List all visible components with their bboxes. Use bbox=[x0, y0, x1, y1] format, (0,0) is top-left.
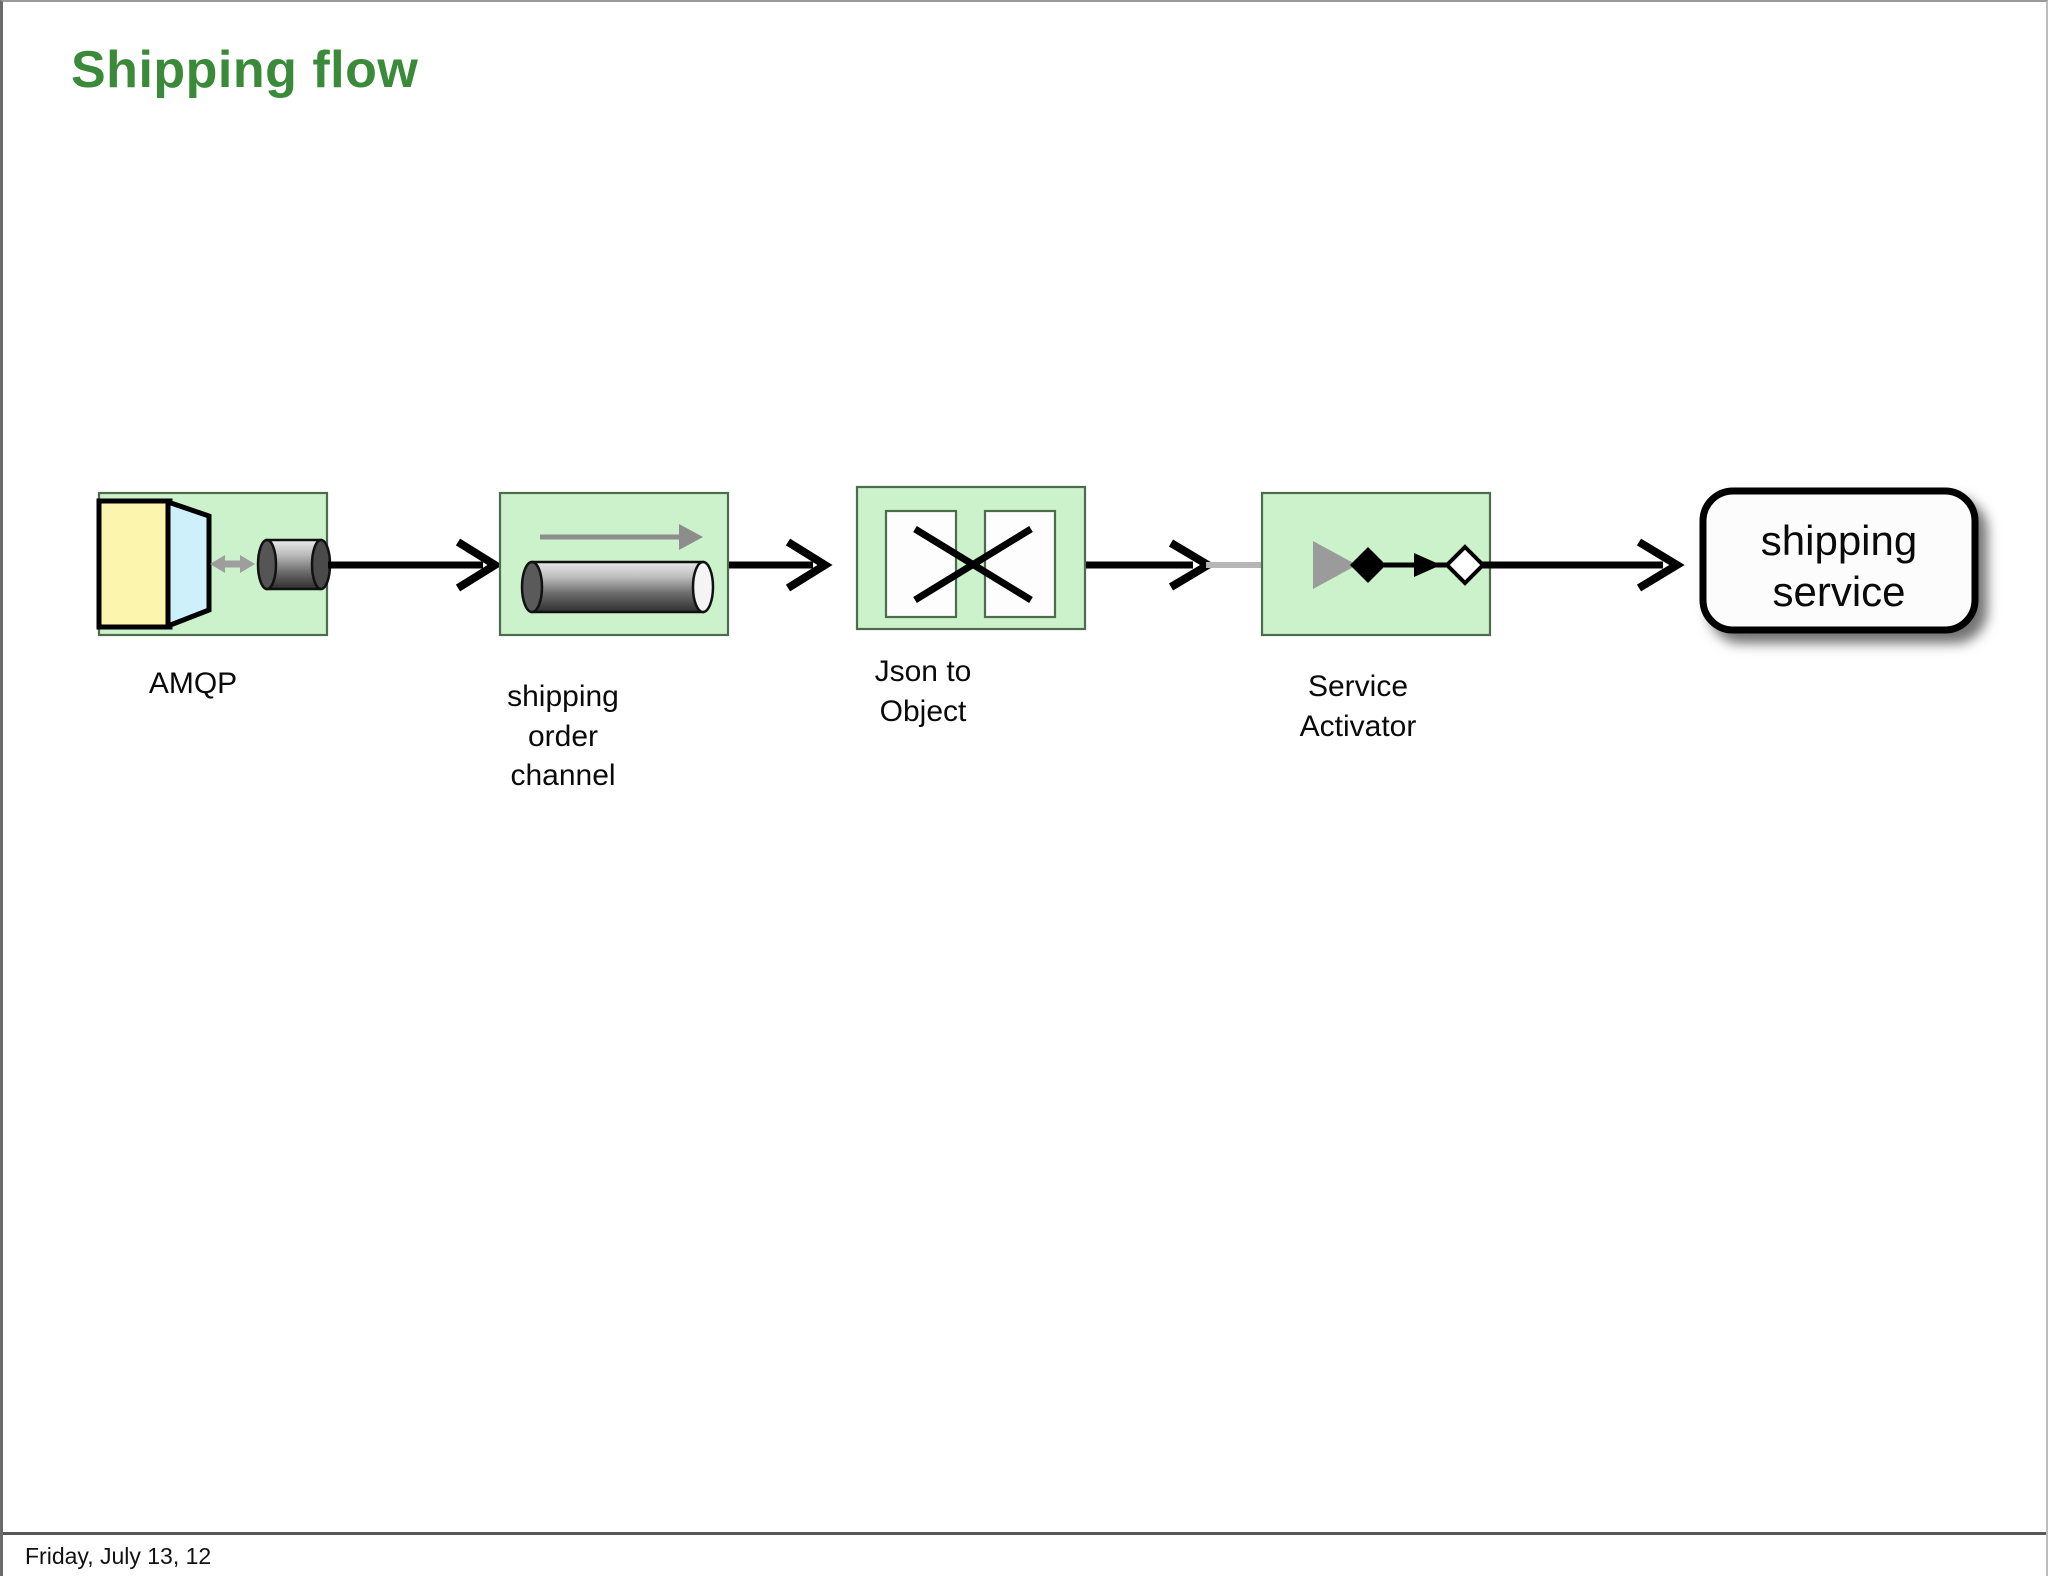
connector-channel-to-json bbox=[729, 538, 833, 592]
footer-date: Friday, July 13, 12 bbox=[25, 1543, 212, 1569]
node-shipping-order-channel[interactable] bbox=[498, 491, 730, 637]
channel-adapter-icon bbox=[165, 498, 212, 630]
node-label-json-to-object: Json to Object bbox=[874, 655, 972, 728]
node-label-shipping-order-channel: shipping order channel bbox=[507, 680, 619, 793]
connector-activator-to-service bbox=[1482, 538, 1685, 592]
pipe-stub-icon bbox=[256, 538, 332, 591]
flow-direction-arrow-icon bbox=[540, 524, 703, 550]
service-activator-icon bbox=[1313, 541, 1486, 589]
node-shipping-service[interactable] bbox=[1699, 487, 1979, 634]
shipping-flow-diagram bbox=[96, 485, 1979, 637]
node-label-amqp: AMQP bbox=[148, 667, 238, 700]
bidirectional-arrow-icon bbox=[210, 555, 255, 573]
connector-amqp-to-channel bbox=[328, 538, 503, 592]
node-service-activator[interactable] bbox=[1260, 491, 1492, 637]
shipping-service-box bbox=[1699, 487, 1979, 634]
page-title: Shipping flow bbox=[71, 41, 419, 99]
pipe-channel-icon bbox=[520, 560, 715, 614]
node-json-to-object[interactable] bbox=[855, 485, 1087, 631]
node-label-shipping-service: shipping service bbox=[1760, 517, 1918, 616]
message-translator-icon bbox=[884, 509, 1057, 619]
node-label-service-activator: Service Activator bbox=[1299, 670, 1417, 743]
footer-divider bbox=[3, 1532, 2046, 1535]
node-amqp[interactable] bbox=[96, 491, 332, 637]
application-icon bbox=[96, 498, 173, 630]
